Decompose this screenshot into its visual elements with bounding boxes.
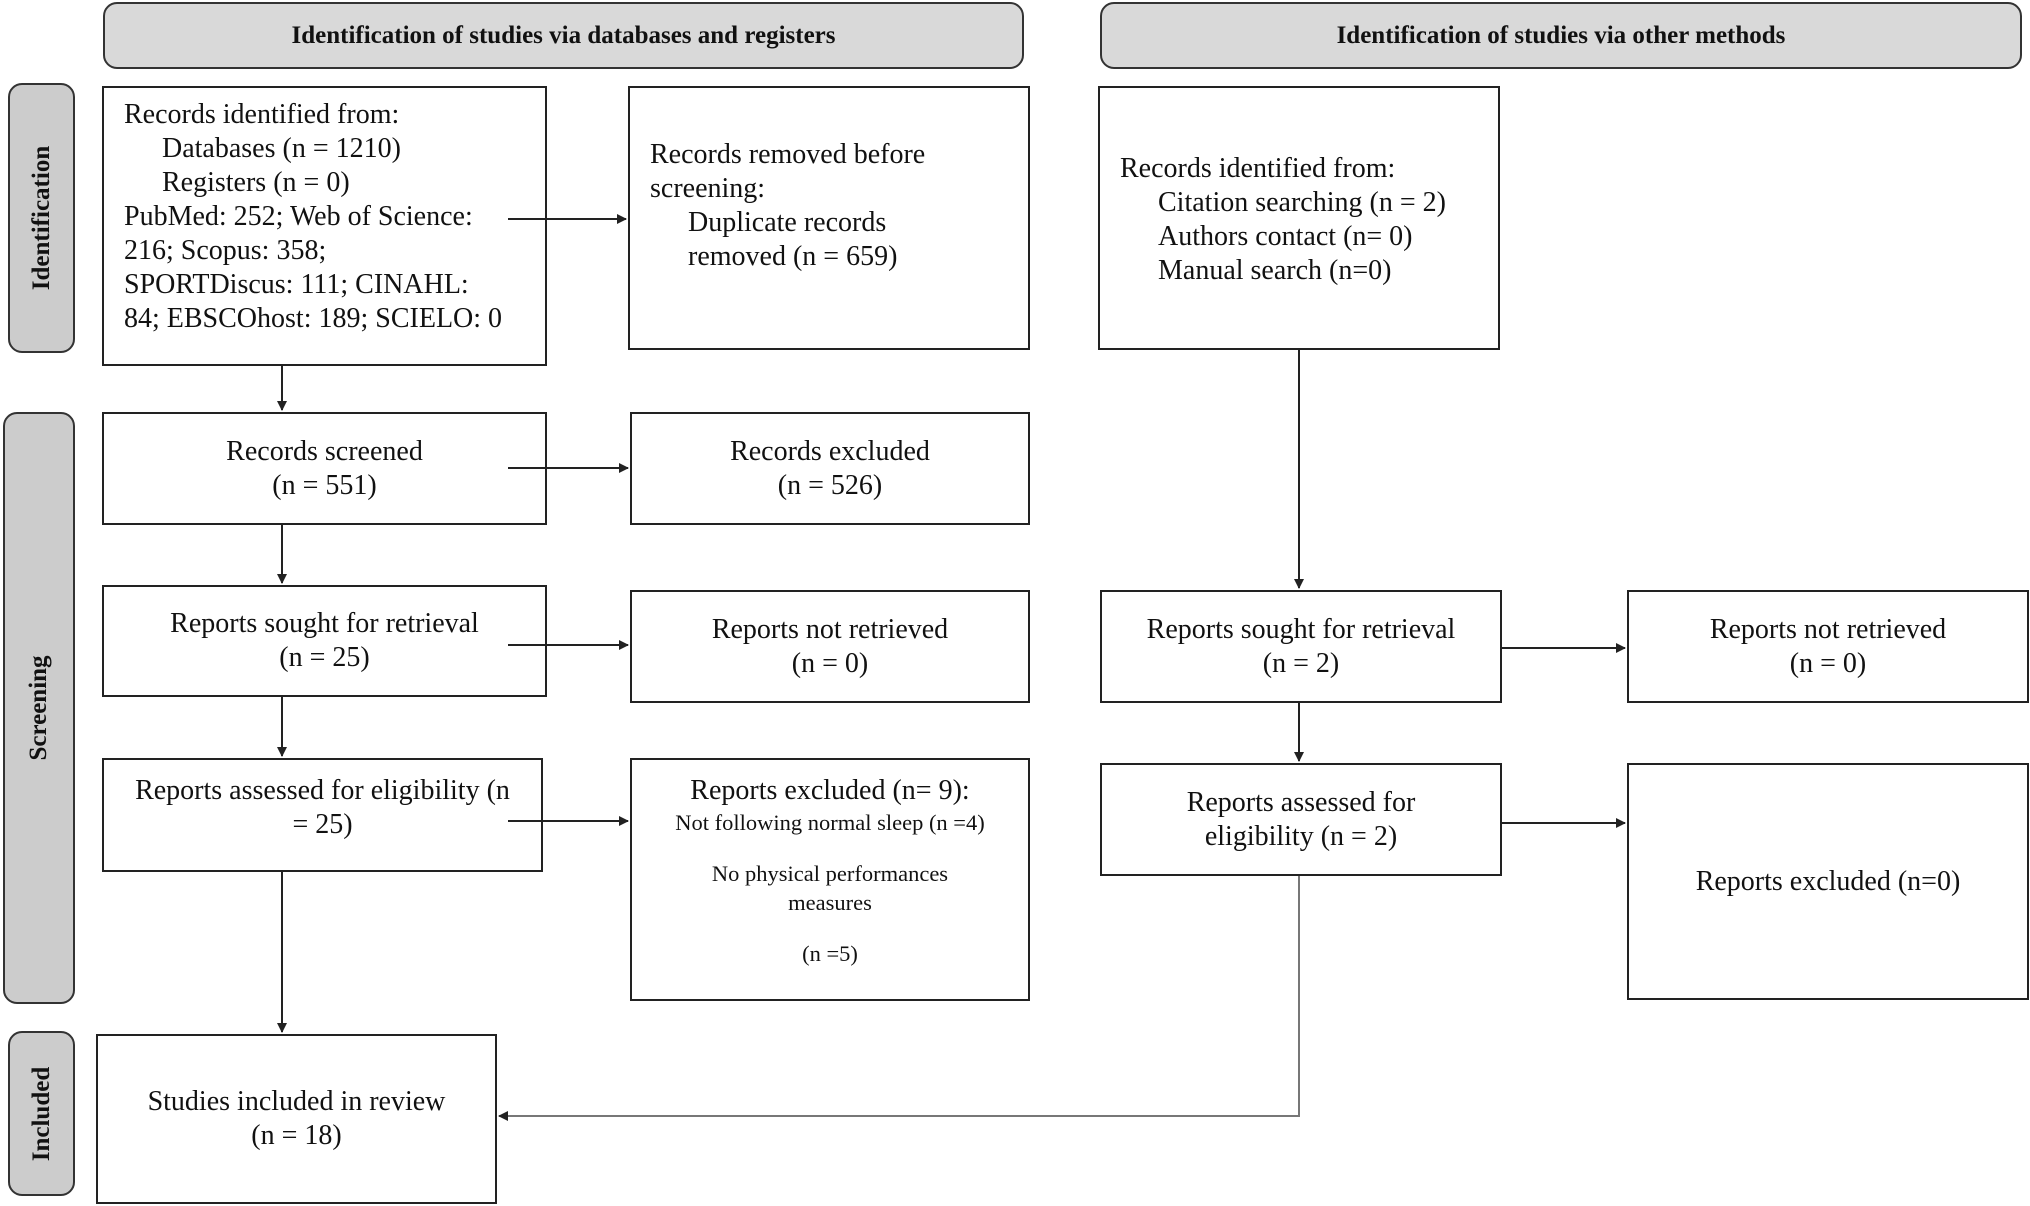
duplicate-records-count: removed (n = 659) [688, 241, 898, 272]
phase-screening: Screening [3, 412, 75, 1004]
records-excluded-count: (n = 526) [777, 469, 883, 501]
database-breakdown-line: PubMed: 252; Web of Science: [124, 201, 473, 232]
authors-contact: Authors contact (n= 0) [1158, 221, 1413, 252]
records-identified-title: Records identified from: [124, 99, 400, 130]
records-screened-count: (n = 551) [272, 469, 377, 501]
reports-assessed-line: = 25) [292, 809, 353, 840]
database-breakdown-line: SPORTDiscus: 111; CINAHL: [124, 269, 469, 300]
exclusion-reason-sleep: Not following normal sleep (n =4) [675, 810, 985, 835]
other-reports-excluded-label: Reports excluded (n=0) [1695, 865, 1961, 897]
phase-included: Included [8, 1031, 75, 1196]
reports-excluded-title: Reports excluded (n= 9): [690, 775, 970, 806]
other-reports-assessed-line: eligibility (n = 2) [1204, 820, 1398, 852]
exclusion-reason-performance: measures [788, 890, 872, 915]
records-identified-box: Records identified from: Databases (n = … [102, 86, 547, 366]
records-removed-title: screening: [650, 173, 766, 204]
records-excluded-label: Records excluded [730, 435, 930, 467]
phase-identification-label: Identification [27, 145, 55, 291]
reports-assessed-box: Reports assessed for eligibility (n = 25… [102, 758, 543, 872]
manual-search: Manual search (n=0) [1158, 255, 1392, 286]
other-records-identified-box: Records identified from: Citation search… [1098, 86, 1500, 350]
studies-included-count: (n = 18) [251, 1120, 342, 1151]
exclusion-reason-performance: No physical performances [711, 861, 949, 886]
records-removed-title: Records removed before [650, 139, 926, 170]
exclusion-reason-performance-count: (n =5) [802, 941, 858, 966]
records-screened-label: Records screened [226, 435, 423, 467]
reports-sought-count: (n = 25) [279, 642, 370, 673]
studies-included-label: Studies included in review [147, 1086, 446, 1117]
reports-not-retrieved-count: (n = 0) [791, 647, 869, 679]
records-screened-box: Records screened (n = 551) [102, 412, 547, 525]
reports-not-retrieved-label: Reports not retrieved [711, 613, 949, 645]
citation-searching: Citation searching (n = 2) [1158, 187, 1446, 218]
database-breakdown-line: 84; EBSCOhost: 189; SCIELO: 0 [124, 303, 503, 334]
phase-identification: Identification [8, 83, 75, 353]
phase-screening-label: Screening [25, 655, 52, 761]
other-reports-not-retrieved-count: (n = 0) [1789, 647, 1867, 679]
reports-excluded-box: Reports excluded (n= 9): Not following n… [630, 758, 1030, 1001]
other-reports-not-retrieved-box: Reports not retrieved (n = 0) [1627, 590, 2029, 703]
header-other-methods: Identification of studies via other meth… [1100, 2, 2022, 69]
reports-sought-box: Reports sought for retrieval (n = 25) [102, 585, 547, 697]
other-reports-assessed-line: Reports assessed for [1186, 786, 1416, 818]
records-removed-box: Records removed before screening: Duplic… [628, 86, 1030, 350]
other-records-identified-title: Records identified from: [1120, 153, 1396, 184]
databases-count: Databases (n = 1210) [162, 133, 401, 164]
duplicate-records: Duplicate records [688, 207, 887, 238]
other-reports-sought-label: Reports sought for retrieval [1146, 613, 1456, 645]
other-reports-assessed-box: Reports assessed for eligibility (n = 2) [1100, 763, 1502, 876]
records-excluded-box: Records excluded (n = 526) [630, 412, 1030, 525]
reports-sought-label: Reports sought for retrieval [170, 608, 479, 639]
other-reports-not-retrieved-label: Reports not retrieved [1709, 613, 1947, 645]
other-reports-excluded-box: Reports excluded (n=0) [1627, 763, 2029, 1000]
registers-count: Registers (n = 0) [162, 167, 350, 198]
other-reports-sought-box: Reports sought for retrieval (n = 2) [1100, 590, 1502, 703]
header-databases-registers: Identification of studies via databases … [103, 2, 1024, 69]
reports-not-retrieved-box: Reports not retrieved (n = 0) [630, 590, 1030, 703]
phase-included-label: Included [27, 1066, 55, 1161]
reports-assessed-line: Reports assessed for eligibility (n [135, 775, 510, 806]
other-reports-sought-count: (n = 2) [1262, 647, 1340, 679]
database-breakdown-line: 216; Scopus: 358; [124, 235, 327, 266]
studies-included-box: Studies included in review (n = 18) [96, 1034, 497, 1204]
